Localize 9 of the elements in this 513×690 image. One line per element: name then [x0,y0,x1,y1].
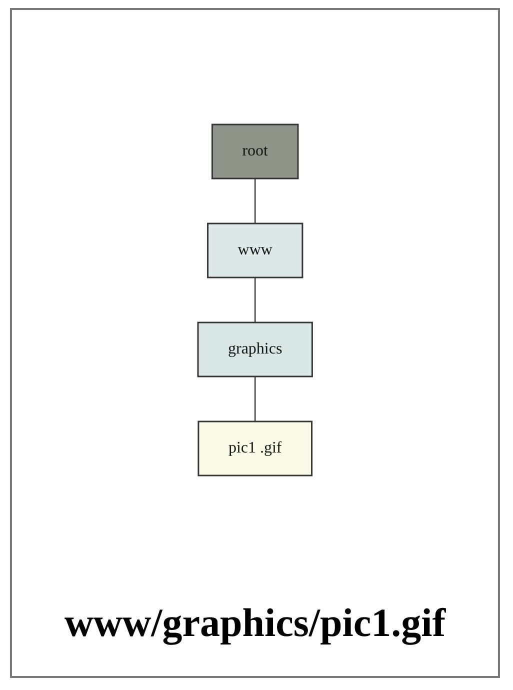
connector [254,376,256,422]
node-box [198,420,312,476]
caption: www/graphics/pic1.gif [64,599,446,646]
node-box [211,124,299,180]
node-box [197,322,313,378]
connector [254,278,256,322]
frame-border: root www graphics pic1 .gif www/graphics/pic1.gif [10,8,500,678]
node-box [206,222,304,278]
connector [254,178,256,224]
